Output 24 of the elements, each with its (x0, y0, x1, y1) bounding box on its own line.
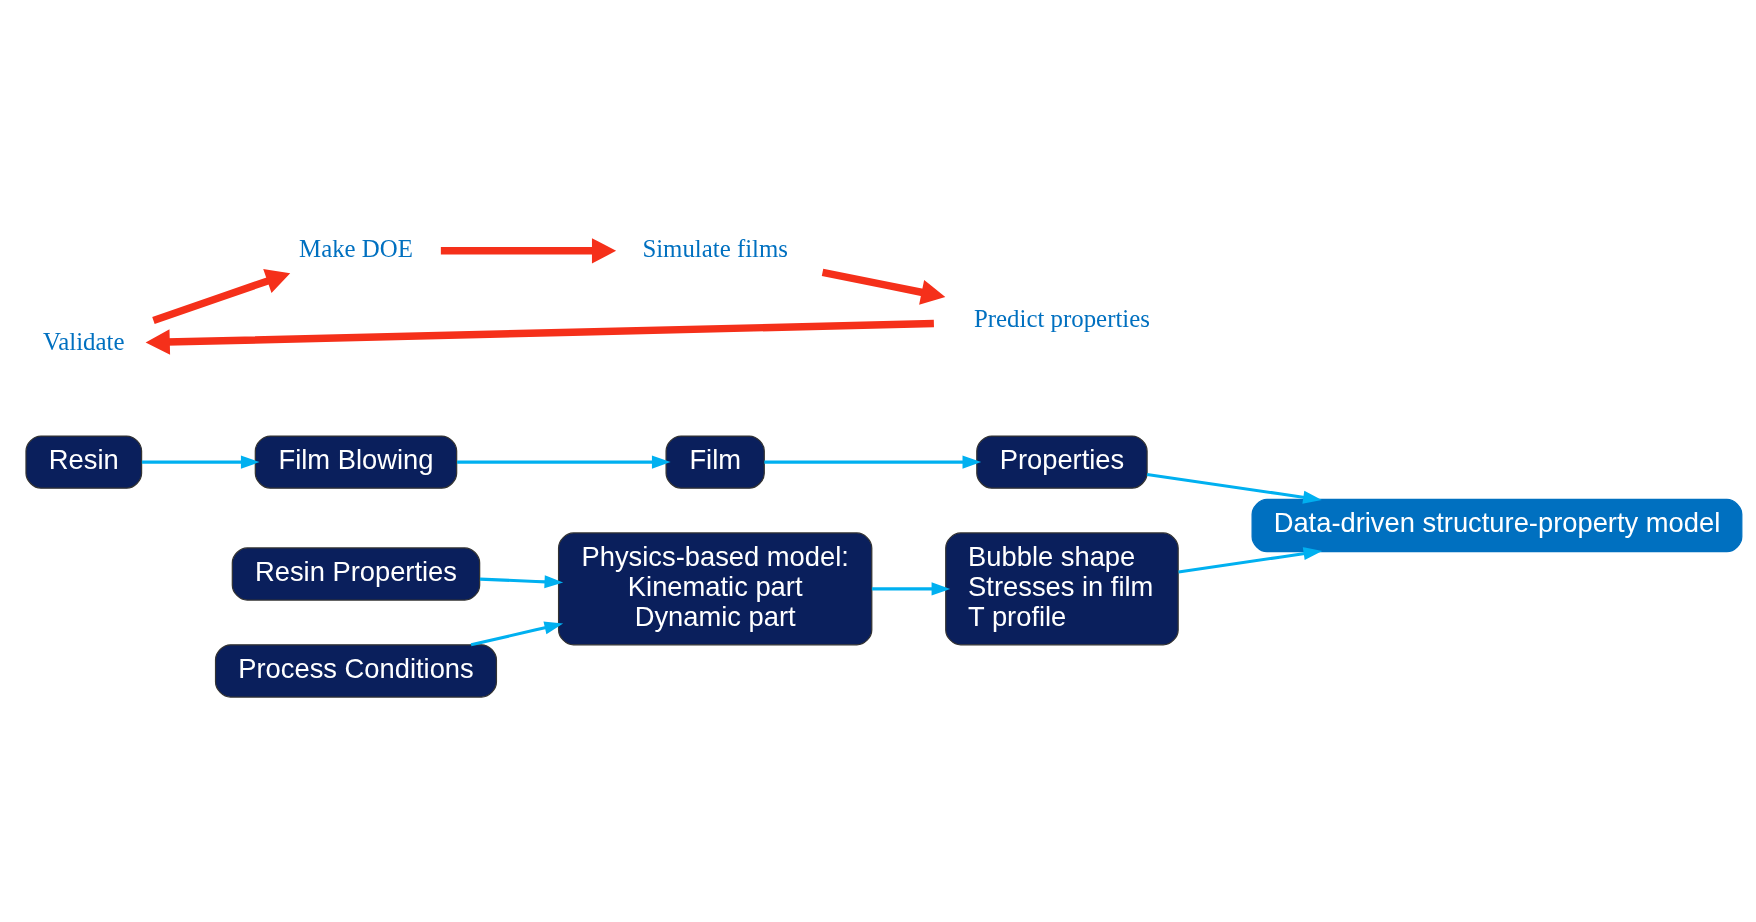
node-box: Physics-based model: Kinematic part Dynamic part (557, 531, 873, 645)
arrow (1178, 546, 1323, 574)
node-box: Resin (25, 434, 143, 489)
node-text: Make DOE (299, 234, 413, 262)
node-text: Predict properties (973, 304, 1150, 332)
arrow (440, 237, 617, 263)
arrow (479, 574, 564, 588)
node-box: Resin Properties (231, 546, 481, 601)
arrow (470, 620, 564, 646)
node-box: Process Conditions (214, 643, 498, 698)
arrow (141, 455, 260, 469)
node-box: Film (665, 434, 765, 489)
arrow (152, 268, 291, 324)
arrow (1146, 472, 1322, 504)
arrow (821, 268, 946, 305)
node-box: Properties (976, 434, 1148, 489)
node-text: Validate (43, 327, 125, 355)
node-box: Bubble shape Stresses in film T profile (945, 531, 1179, 645)
node-text: Simulate films (642, 234, 788, 262)
node-box: Data-driven structure-property model (1251, 498, 1743, 552)
node-box: Film Blowing (254, 434, 458, 489)
arrow (457, 455, 671, 469)
arrow (764, 455, 982, 469)
arrow (871, 581, 951, 595)
